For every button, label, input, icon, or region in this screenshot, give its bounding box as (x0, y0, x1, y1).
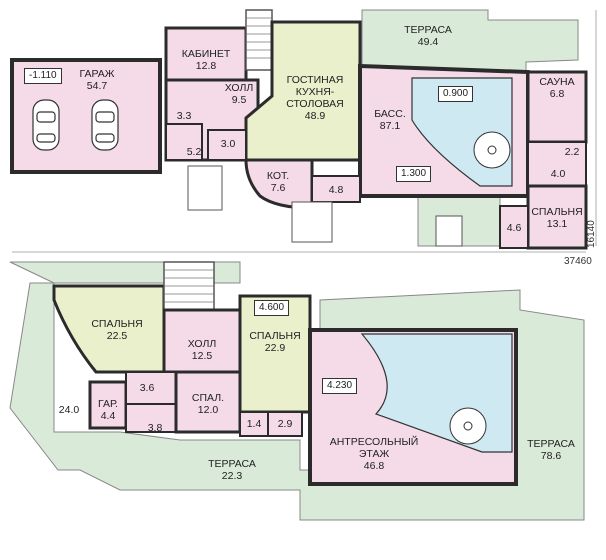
room-label-sauna: САУНА 6.8 (539, 76, 575, 100)
room-label-garage: ГАРАЖ 54.7 (79, 68, 115, 92)
car-icon (32, 99, 119, 151)
area-label: 1.4 (246, 418, 262, 430)
area-label: 3.3 (176, 110, 192, 122)
area-label: 3.0 (220, 138, 236, 150)
level-mark-upper: 4.600 (254, 300, 290, 316)
room-label-bedroom-2: СПАЛЬНЯ 22.9 (249, 330, 301, 354)
dimension-width: 37460 (564, 256, 592, 267)
level-mark-pool: 0.900 (438, 86, 474, 102)
area-label: 2.9 (277, 418, 293, 430)
level-mark-mezz: 4.230 (322, 378, 358, 394)
room-label-living: ГОСТИНАЯ КУХНЯ- СТОЛОВАЯ 48.9 (286, 74, 344, 122)
dimension-depth: 16140 (586, 220, 597, 248)
room-label-terrace-bottom: ТЕРРАСА 22.3 (208, 458, 256, 482)
level-mark-hall: 1.300 (396, 166, 432, 182)
room-label-bedroom-3: СПАЛ. 12.0 (191, 392, 225, 416)
area-label: 4.6 (506, 222, 522, 234)
room-label-bedroom-1: СПАЛЬНЯ 22.5 (91, 318, 143, 342)
room-label-wardrobe: ГАР. 4.4 (98, 398, 118, 422)
office-area (164, 26, 248, 82)
area-label: 3.6 (139, 382, 155, 394)
stair-ground (245, 9, 273, 71)
room-label-boiler: КОТ. 7.6 (266, 170, 290, 194)
sauna-area (526, 70, 588, 144)
room-label-hall: ХОЛЛ 9.5 (224, 82, 254, 106)
room-label-terrace-right: ТЕРРАСА 78.6 (527, 438, 575, 462)
area-label: 4.8 (328, 184, 344, 196)
room-label-pool: БАСС. 87.1 (374, 108, 406, 132)
terrace-top-area (361, 9, 579, 75)
area-label: 5.2 (186, 146, 202, 158)
bedroom-3-area (174, 370, 242, 434)
room-label-mezzanine: АНТРЕСОЛЬНЫЙ ЭТАЖ 46.8 (329, 436, 419, 472)
bedroom-1-area (52, 284, 166, 374)
level-mark-garage: -1.110 (24, 68, 62, 84)
room-label-office: КАБИНЕТ 12.8 (181, 48, 231, 72)
area-label: 24.0 (58, 404, 80, 416)
room-label-terrace-top: ТЕРРАСА 49.4 (404, 24, 452, 48)
room-label-hall-upper: ХОЛЛ 12.5 (187, 338, 217, 362)
area-label: 2.2 (564, 146, 580, 158)
area-label: 4.0 (550, 168, 566, 180)
area-label: 3.8 (147, 422, 163, 434)
room-label-bedroom-ground: СПАЛЬНЯ 13.1 (531, 206, 583, 230)
